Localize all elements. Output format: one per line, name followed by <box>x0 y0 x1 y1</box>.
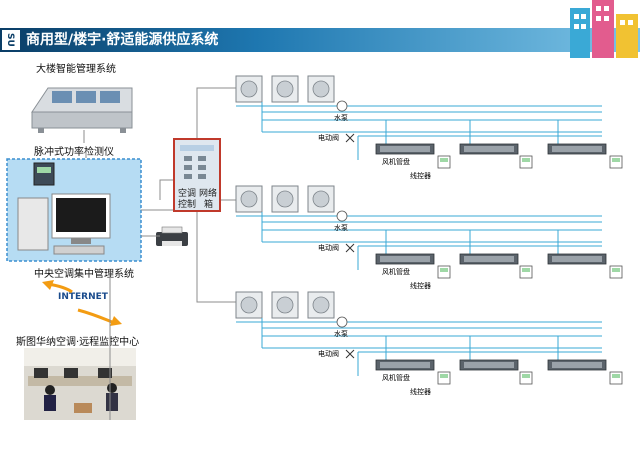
controller-label: 线控器 <box>410 171 431 180</box>
office-photo <box>24 348 136 420</box>
valve-label: 电动阀 <box>318 349 339 358</box>
control-box-label-1: 空调 <box>178 187 196 199</box>
page-title: 商用型/楼宇·舒适能源供应系统 <box>26 32 219 48</box>
controller-label: 线控器 <box>410 281 431 290</box>
valve-label: 电动阀 <box>318 243 339 252</box>
outdoor-unit-fan <box>240 190 258 208</box>
fan-coil-grille <box>464 256 514 262</box>
control-box-switch <box>184 156 192 161</box>
wall-controller-screen <box>522 158 530 162</box>
signal-wire <box>159 179 174 200</box>
pump-label: 水泵 <box>334 329 348 338</box>
pump-label: 水泵 <box>334 113 348 122</box>
central-mgmt-label: 中央空调集中管理系统 <box>34 269 134 280</box>
valve-label: 电动阀 <box>318 133 339 142</box>
controller-label: 线控器 <box>410 387 431 396</box>
control-box-switch <box>184 174 192 179</box>
outdoor-unit-fan <box>312 190 330 208</box>
power-meter-panel <box>6 158 142 262</box>
control-box-switch <box>198 156 206 161</box>
outdoor-unit <box>271 185 299 213</box>
internet-label: INTERNET <box>58 292 108 302</box>
control-box-switch <box>198 165 206 170</box>
wall-controller-screen <box>440 268 448 272</box>
fan-coil-grille <box>464 362 514 368</box>
wall-controller-screen <box>612 158 620 162</box>
outdoor-unit-fan <box>276 190 294 208</box>
fan-coil-grille <box>464 146 514 152</box>
fan-coil-grille <box>552 256 602 262</box>
valve-icon <box>345 243 355 253</box>
signal-wire <box>196 87 240 139</box>
building-mgmt-label: 大楼智能管理系统 <box>36 64 116 75</box>
buildings-icon <box>570 0 638 58</box>
valve-icon <box>345 133 355 143</box>
outdoor-unit-fan <box>312 296 330 314</box>
control-box-indicator <box>180 145 214 151</box>
control-box-label-2: 控制 <box>178 198 196 210</box>
fan-coil-grille <box>552 146 602 152</box>
console-desk-icon <box>31 87 133 133</box>
control-box-switch <box>184 165 192 170</box>
remote-center-label: 斯图华纳空调·远程监控中心 <box>16 337 140 348</box>
wall-controller-screen <box>612 268 620 272</box>
wall-controller-screen <box>522 374 530 378</box>
fancoil-label: 风机管盘 <box>382 373 410 382</box>
valve-icon <box>345 349 355 359</box>
outdoor-unit-fan <box>276 296 294 314</box>
outdoor-unit-fan <box>240 296 258 314</box>
printer-icon <box>156 226 188 246</box>
fan-coil-grille <box>380 362 430 368</box>
fancoil-label: 风机管盘 <box>382 267 410 276</box>
control-box-label-4: 箱 <box>204 198 213 210</box>
pump-icon <box>336 100 348 112</box>
fancoil-label: 风机管盘 <box>382 157 410 166</box>
control-box-switches <box>184 156 206 179</box>
fan-coil-grille <box>380 146 430 152</box>
signal-wires <box>83 87 240 420</box>
signal-wire <box>196 211 240 303</box>
wall-controller-screen <box>440 374 448 378</box>
title-band: SU 商用型/楼宇·舒适能源供应系统 <box>0 28 640 52</box>
wall-controller-screen <box>612 374 620 378</box>
wall-controller-screen <box>440 158 448 162</box>
pump-icon <box>336 210 348 222</box>
fan-coil-grille <box>552 362 602 368</box>
pump-icon <box>336 316 348 328</box>
pump-label: 水泵 <box>334 223 348 232</box>
outdoor-unit-fan <box>312 80 330 98</box>
wall-controller-screen <box>522 268 530 272</box>
power-meter-label: 脉冲式功率检测仪 <box>34 147 114 158</box>
brand-logo: SU <box>2 30 20 50</box>
outdoor-unit-fan <box>240 80 258 98</box>
control-box-switch <box>198 174 206 179</box>
control-box-label-3: 网络 <box>199 187 217 199</box>
fan-coil-grille <box>380 256 430 262</box>
outdoor-unit-fan <box>276 80 294 98</box>
